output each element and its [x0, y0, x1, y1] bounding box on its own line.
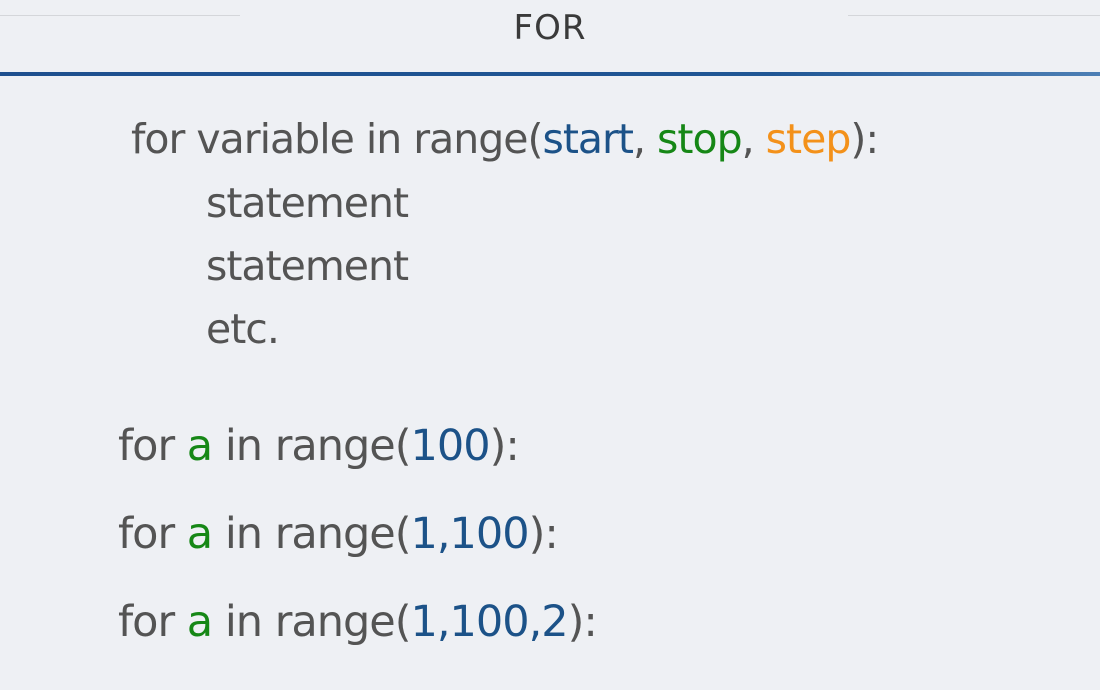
- example-keyword: for: [118, 597, 187, 647]
- syntax-body-statement-2: statement: [206, 242, 409, 290]
- example-variable: a: [186, 597, 213, 647]
- syntax-step-param: step: [765, 115, 852, 163]
- example-variable: a: [186, 509, 213, 559]
- example-close: ):: [567, 597, 598, 647]
- syntax-prefix: for variable in range(: [131, 115, 543, 163]
- example-args: 100: [410, 421, 491, 471]
- example-args: 1,100,2: [410, 597, 569, 647]
- title-right-rule: [848, 15, 1100, 16]
- syntax-suffix: ):: [850, 115, 879, 163]
- for-syntax-line: for variable in range(start, stop, step)…: [131, 113, 879, 165]
- syntax-stop-param: stop: [657, 115, 743, 163]
- example-range-call: in range(: [212, 597, 412, 647]
- example-keyword: for: [118, 421, 187, 471]
- syntax-body-statement-1: statement: [206, 179, 409, 227]
- example-keyword: for: [118, 509, 187, 559]
- title-left-rule: [0, 15, 240, 16]
- example-line-2: for a in range(1,100):: [118, 507, 559, 561]
- example-range-call: in range(: [212, 421, 412, 471]
- syntax-comma-2: ,: [741, 115, 766, 163]
- example-args: 1,100: [410, 509, 530, 559]
- example-line-3: for a in range(1,100,2):: [118, 595, 598, 649]
- syntax-body-etc: etc.: [206, 305, 280, 353]
- example-line-1: for a in range(100):: [118, 419, 520, 473]
- syntax-comma-1: ,: [632, 115, 658, 163]
- example-close: ):: [528, 509, 559, 559]
- header-divider: [0, 72, 1100, 76]
- slide-title: FOR: [513, 8, 587, 48]
- example-range-call: in range(: [212, 509, 412, 559]
- example-close: ):: [489, 421, 520, 471]
- example-variable: a: [186, 421, 213, 471]
- syntax-start-param: start: [542, 115, 633, 163]
